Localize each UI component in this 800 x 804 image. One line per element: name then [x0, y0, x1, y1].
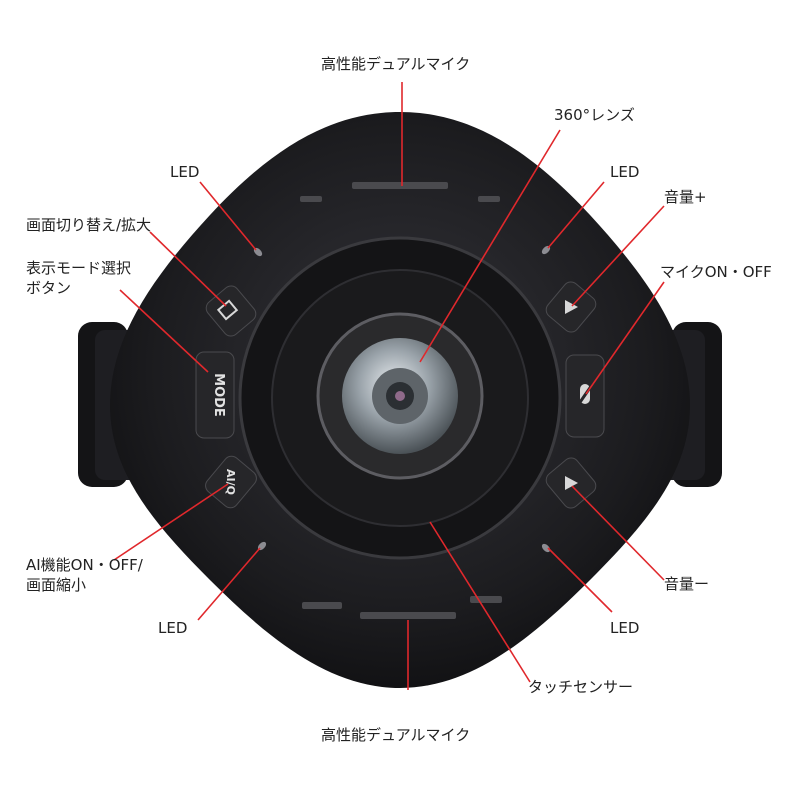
ai-button: AI/Q: [205, 455, 257, 509]
leader-led-bottom-left: [197, 547, 261, 621]
label-volume-down: 音量ー: [664, 575, 710, 593]
leader-volume-up: [571, 205, 665, 307]
label-volume-up: 音量+: [664, 188, 707, 206]
label-ai-line2: 画面縮小: [26, 576, 87, 594]
leader-volume-down: [571, 485, 665, 581]
leader-mic-onoff: [585, 281, 665, 395]
leader-led-top-left: [199, 181, 257, 251]
label-screen-switch: 画面切り替え/拡大: [26, 216, 152, 234]
led-bottom-right: [541, 543, 551, 553]
label-ai-line1: AI機能ON・OFF/: [26, 556, 143, 574]
label-lens: 360°レンズ: [554, 106, 635, 124]
top-mic-grill: [300, 182, 500, 202]
label-led-bottom-right: LED: [610, 619, 640, 637]
mode-button-label: MODE: [211, 373, 226, 417]
label-mic-top: 高性能デュアルマイク: [321, 55, 471, 73]
ai-button-label: AI/Q: [224, 469, 237, 495]
mode-button: MODE: [195, 351, 235, 439]
label-led-top-right: LED: [610, 163, 640, 181]
mic-onoff-button: [565, 354, 605, 438]
label-display-mode-line2: ボタン: [26, 279, 72, 297]
leader-led-bottom-right: [547, 547, 613, 613]
leader-lines: [113, 82, 665, 690]
label-mic-bottom: 高性能デュアルマイク: [321, 726, 471, 744]
leader-ai: [113, 483, 229, 561]
label-led-top-left: LED: [170, 163, 200, 181]
label-led-bottom-left: LED: [158, 619, 188, 637]
label-touch-sensor: タッチセンサー: [528, 678, 634, 696]
label-display-mode-line1: 表示モード選択: [26, 259, 132, 277]
leader-lens: [419, 129, 561, 363]
label-ai: AI機能ON・OFF/ 画面縮小: [26, 555, 186, 595]
label-mic-onoff: マイクON・OFF: [660, 263, 772, 281]
leader-touch-sensor: [429, 521, 531, 683]
label-display-mode: 表示モード選択 ボタン: [26, 258, 166, 298]
bottom-mic-grill: [302, 596, 502, 619]
leader-display-mode: [119, 289, 209, 373]
leader-led-top-right: [547, 181, 605, 249]
lens-center: [395, 391, 405, 401]
leader-screen-switch: [149, 231, 227, 307]
